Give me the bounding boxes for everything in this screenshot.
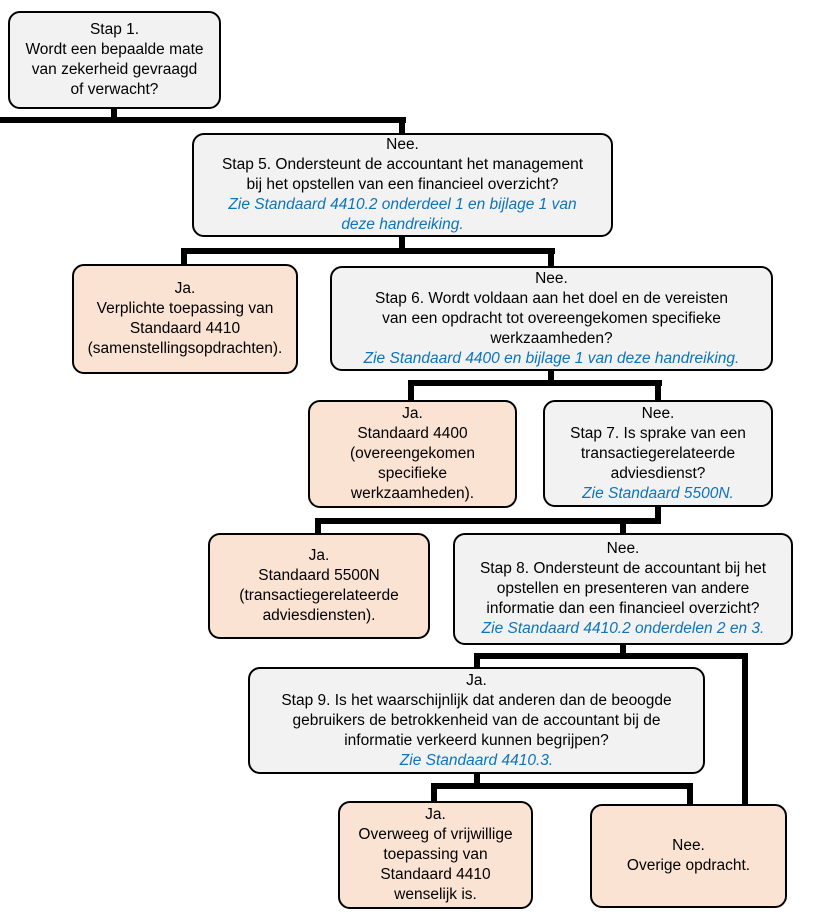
connector-stap5-stub — [399, 235, 405, 250]
connector-to-stap7 — [655, 380, 661, 402]
flowchart-node-stap5: Nee. Stap 5. Ondersteunt de accountant h… — [192, 133, 613, 237]
connector-stap8-nee-long-vertical — [742, 653, 748, 806]
connector-to-ja-overweeg — [431, 783, 437, 803]
node-text: Ja. Overweeg of vrijwillige toepassing v… — [358, 806, 513, 903]
flowchart-node-outcome-standaard-4400: Ja. Standaard 4400 (overeengekomen speci… — [308, 400, 517, 508]
connector-to-stap9 — [474, 653, 480, 669]
node-text: Nee. Stap 8. Ondersteunt de accountant b… — [479, 540, 767, 617]
connector-to-stap6 — [548, 248, 554, 268]
flowchart-node-outcome-standaard-4410: Ja. Verplichte toepassing van Standaard … — [72, 264, 298, 374]
node-text: Ja. Standaard 5500N (transactiegerelatee… — [239, 547, 399, 624]
flowchart-node-stap8: Nee. Stap 8. Ondersteunt de accountant b… — [453, 533, 793, 645]
connector-to-ja4410 — [181, 248, 187, 266]
connector-stap1-stub — [111, 107, 117, 123]
node-text: Ja. Standaard 4400 (overeengekomen speci… — [350, 405, 475, 502]
flowchart-node-outcome-overige-opdracht: Nee. Overige opdracht. — [590, 804, 787, 908]
flowchart-node-stap6: Nee. Stap 6. Wordt voldaan aan het doel … — [330, 266, 773, 371]
node-standard-reference: Zie Standaard 4400 en bijlage 1 van deze… — [363, 349, 740, 367]
connector-to-nee-overig — [687, 783, 693, 806]
node-standard-reference: Zie Standaard 4410.3. — [399, 751, 554, 769]
connector-row6-horizontal — [431, 783, 693, 789]
node-text: Nee. Overige opdracht. — [626, 837, 751, 874]
connector-to-ja5500 — [315, 518, 321, 535]
flowchart-node-outcome-vrijwillige-toepassing: Ja. Overweeg of vrijwillige toepassing v… — [338, 801, 533, 909]
flowchart-node-stap9: Ja. Stap 9. Is het waarschijnlijk dat an… — [248, 667, 705, 774]
connector-stap7-stub — [655, 505, 661, 520]
flowchart-node-stap7: Nee. Stap 7. Is sprake van een transacti… — [543, 400, 773, 507]
node-text: Ja. Stap 9. Is het waarschijnlijk dat an… — [281, 671, 672, 749]
node-text: Ja. Verplichte toepassing van Standaard … — [87, 280, 283, 357]
flowchart-node-stap1: Stap 1. Wordt een bepaalde mate van zeke… — [8, 11, 221, 109]
node-text: Nee. Stap 7. Is sprake van een transacti… — [570, 404, 746, 482]
node-standard-reference: Zie Standaard 5500N. — [582, 484, 734, 502]
node-text: Nee. Stap 5. Ondersteunt de accountant h… — [221, 136, 584, 193]
connector-stap8-stub — [620, 643, 626, 655]
connector-row5-horizontal — [474, 653, 748, 659]
node-standard-reference: Zie Standaard 4410.2 onderdeel 1 en bijl… — [228, 196, 577, 233]
connector-to-ja4400 — [408, 380, 414, 402]
node-text: Stap 1. Wordt een bepaalde mate van zeke… — [25, 21, 204, 98]
connector-row3-horizontal — [408, 380, 662, 386]
connector-stap6-stub — [548, 369, 554, 382]
connector-to-stap8 — [620, 518, 626, 535]
connector-stap9-stub — [474, 772, 480, 785]
connector-to-stap5 — [399, 117, 405, 135]
connector-row4-horizontal — [315, 518, 661, 524]
node-text: Nee. Stap 6. Wordt voldaan aan het doel … — [374, 269, 728, 347]
node-standard-reference: Zie Standaard 4410.2 onderdelen 2 en 3. — [481, 620, 765, 637]
connector-row2-horizontal — [181, 248, 555, 254]
flowchart-node-outcome-standaard-5500n: Ja. Standaard 5500N (transactiegerelatee… — [208, 533, 430, 639]
connector-row1-horizontal — [0, 117, 406, 123]
